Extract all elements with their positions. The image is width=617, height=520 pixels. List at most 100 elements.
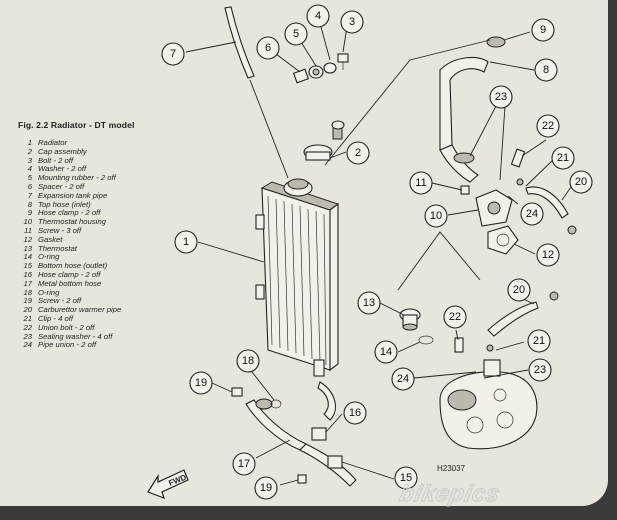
exploded-diagram: 7 6 5 4 3 9 8 23 22 21 20 2 11 10 24 12 … [147,4,593,500]
legend-item-number: 14 [23,252,32,262]
top-hose-part [439,36,506,183]
svg-text:24: 24 [397,373,409,385]
callout-9: 9 [531,18,555,42]
legend-item-text: O-ring [38,252,60,262]
radiator-part [255,178,340,377]
legend-item-number: 19 [23,296,32,306]
legend-item-number: 10 [23,217,32,227]
legend-item: 7 Expansion tank pipe [18,190,208,201]
forward-label: FWD [167,473,187,488]
callout-8: 8 [534,58,558,82]
callout-20-lower: 20 [507,278,531,302]
svg-text:10: 10 [430,210,442,222]
legend-item-text: Washer - 2 off [38,164,87,174]
legend-item-number: 21 [23,313,32,323]
svg-text:4: 4 [315,10,321,22]
thermostat-housing-part [460,148,577,255]
legend-item: 24 Pipe union - 2 off [18,340,208,350]
callout-2: 2 [346,141,370,165]
svg-text:23: 23 [495,91,507,103]
legend-item-text: Mounting rubber - 2 off [38,173,116,183]
svg-text:12: 12 [542,249,554,261]
svg-text:5: 5 [293,28,299,40]
legend-item-text: Sealing washer - 4 off [38,331,113,341]
expansion-tank-pipe-part [224,6,255,79]
callout-22-upper: 22 [536,114,560,138]
legend-item-number: 24 [23,340,32,350]
legend-item-number: 1 [27,138,32,147]
svg-text:9: 9 [540,24,546,36]
legend-item-number: 11 [24,225,32,235]
svg-text:19: 19 [195,377,207,389]
legend-item-number: 13 [23,243,32,253]
callout-12: 12 [536,243,560,267]
legend-item-text: Top hose (inlet) [38,199,91,209]
callout-4: 4 [306,4,330,28]
cap-assembly-part [303,120,345,161]
callout-15: 15 [394,466,418,490]
legend-item-text: Clip - 4 off [38,313,74,323]
svg-text:2: 2 [355,147,361,159]
legend-item-text: Screw - 3 off [38,225,82,235]
callout-23-upper: 23 [489,85,513,109]
callout-24-lower: 24 [391,367,415,391]
figure-reference-code: H23037 [437,464,466,473]
callout-5: 5 [284,22,308,46]
legend-item-number: 8 [27,199,32,209]
callout-7: 7 [161,42,185,66]
legend-item-number: 4 [27,164,32,174]
svg-text:16: 16 [349,407,361,419]
legend-item-text: Spacer - 2 off [38,181,85,191]
callout-21-upper: 21 [551,146,575,170]
legend-item: 23 Sealing washer - 4 off [18,331,208,342]
legend-item-number: 17 [23,278,32,288]
legend-item-number: 15 [23,261,32,271]
forward-arrow-icon: FWD [147,469,189,500]
watermark-logo: bikepics [397,479,504,506]
legend-item-text: Gasket [38,234,63,244]
mounting-hardware-parts [292,53,349,84]
callout-24-upper: 24 [520,202,544,226]
callout-6: 6 [256,36,280,60]
legend-item-number: 22 [23,322,32,332]
legend-item: 14 O-ring [18,252,208,262]
figure-title: Fig. 2.2 Radiator - DT model [18,120,135,130]
callout-14: 14 [374,340,398,364]
legend-item-text: Bottom hose (outlet) [38,261,108,271]
leader-lines [185,15,574,486]
legend-item-text: Pipe union - 2 off [38,340,97,350]
svg-text:21: 21 [533,335,545,347]
diagram-sheet: 7 6 5 4 3 9 8 23 22 21 20 2 11 10 24 12 … [0,0,608,506]
svg-text:7: 7 [170,48,176,60]
legend-item-number: 18 [23,287,32,297]
callout-19-lower: 19 [254,476,278,500]
svg-text:22: 22 [542,120,554,132]
svg-text:8: 8 [543,64,549,76]
legend-item: 8 Top hose (inlet) [18,199,208,210]
callout-21-lower: 21 [527,329,551,353]
legend-item-number: 16 [23,269,32,279]
legend-item-number: 9 [27,208,32,218]
legend-item-text: Radiator [38,138,68,147]
legend-item-text: Expansion tank pipe [38,190,108,200]
legend-item-number: 7 [27,190,32,200]
legend-item-text: Thermostat housing [38,217,106,227]
svg-text:20: 20 [575,176,587,188]
svg-text:14: 14 [380,346,392,358]
svg-text:1: 1 [183,236,189,248]
legend-item-number: 3 [27,155,32,165]
callout-20-upper: 20 [569,170,593,194]
legend-item-number: 23 [23,331,32,341]
svg-text:24: 24 [526,208,538,220]
